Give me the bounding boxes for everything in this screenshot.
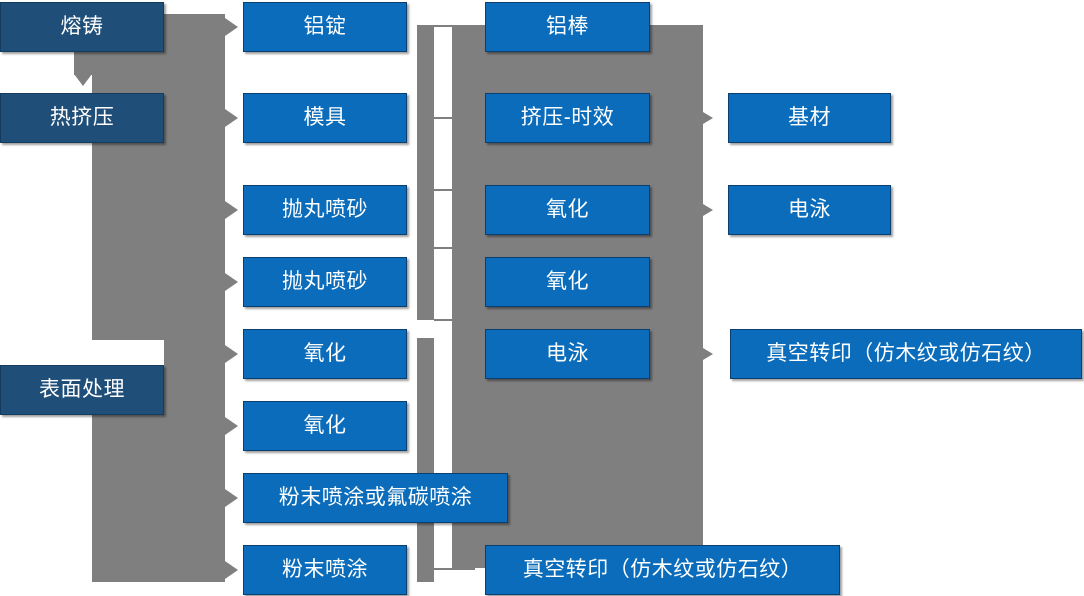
connector-tick-result-3: [694, 353, 706, 355]
process-box-oxidation-2[interactable]: 氧化: [243, 401, 407, 451]
stage-box-hot-extrusion-label: 热挤压: [49, 106, 115, 130]
connector-arrow-process-6-icon: [225, 417, 238, 435]
material-box-oxidation-1-label: 氧化: [546, 198, 589, 222]
process-box-powder-coating[interactable]: 粉末喷涂: [243, 545, 407, 595]
connector-arrow-result-2-icon: [703, 204, 713, 216]
process-box-shot-blasting-1-label: 抛丸喷砂: [282, 198, 368, 222]
material-box-oxidation-1[interactable]: 氧化: [485, 185, 650, 235]
connector-arrow-process-2-icon: [225, 109, 238, 127]
connector-stage1-arrow-icon: [74, 74, 92, 86]
material-box-extrusion-aging[interactable]: 挤压-时效: [485, 93, 650, 143]
process-box-shot-blasting-1[interactable]: 抛丸喷砂: [243, 185, 407, 235]
result-box-electrophoresis[interactable]: 电泳: [728, 185, 891, 235]
connector-arrow-result-3-icon: [703, 348, 713, 360]
connector-rail-left-middle: [417, 25, 434, 320]
process-box-oxidation-1-label: 氧化: [303, 342, 347, 366]
material-box-aluminum-bar-label: 铝棒: [546, 15, 589, 39]
connector-arrow-result-1-icon: [703, 112, 713, 124]
process-box-mold-label: 模具: [303, 106, 347, 130]
connector-rail-left-middle-lower: [417, 338, 434, 582]
material-box-extrusion-aging-label: 挤压-时效: [520, 106, 615, 130]
process-box-aluminum-ingot-label: 铝锭: [303, 15, 347, 39]
process-box-oxidation-1[interactable]: 氧化: [243, 329, 407, 379]
connector-arrow-process-7-icon: [225, 489, 238, 507]
process-box-powder-coating-label: 粉末喷涂: [282, 558, 368, 582]
stage-box-surface-treatment-label: 表面处理: [39, 378, 125, 402]
stage-box-hot-extrusion[interactable]: 热挤压: [0, 93, 164, 143]
process-box-shot-blasting-2[interactable]: 抛丸喷砂: [243, 257, 407, 307]
connector-arrow-process-8-icon: [225, 561, 238, 579]
connector-arrow-process-1-icon: [225, 18, 238, 36]
material-box-vacuum-transfer-printing[interactable]: 真空转印（仿木纹或仿石纹）: [485, 545, 840, 595]
material-box-oxidation-2-label: 氧化: [546, 270, 589, 294]
connector-arrow-process-5-icon: [225, 345, 238, 363]
stage-box-melting[interactable]: 熔铸: [0, 2, 164, 52]
result-box-base-material[interactable]: 基材: [728, 93, 891, 143]
process-box-aluminum-ingot[interactable]: 铝锭: [243, 2, 407, 52]
stage-box-surface-treatment[interactable]: 表面处理: [0, 365, 164, 415]
result-box-electrophoresis-label: 电泳: [788, 198, 831, 222]
stage-box-melting-label: 熔铸: [60, 15, 104, 39]
connector-tick-result-1: [694, 117, 706, 119]
connector-tick-material-6: [434, 568, 475, 570]
connector-arrow-process-4-icon: [225, 273, 238, 291]
process-box-powder-or-fluorocarbon-coating[interactable]: 粉末喷涂或氟碳喷涂: [243, 473, 508, 523]
connector-arrow-process-3-icon: [225, 201, 238, 219]
connector-tick-result-2: [694, 209, 706, 211]
process-box-oxidation-2-label: 氧化: [303, 414, 347, 438]
process-box-mold[interactable]: 模具: [243, 93, 407, 143]
result-box-vacuum-transfer-printing[interactable]: 真空转印（仿木纹或仿石纹）: [730, 329, 1082, 379]
process-box-powder-or-fluorocarbon-coating-label: 粉末喷涂或氟碳喷涂: [278, 486, 473, 510]
material-box-electrophoresis[interactable]: 电泳: [485, 329, 650, 379]
material-box-aluminum-bar[interactable]: 铝棒: [485, 2, 650, 52]
material-box-vacuum-transfer-printing-label: 真空转印（仿木纹或仿石纹）: [522, 558, 803, 582]
connector-stage3-stub: [162, 388, 188, 390]
result-box-base-material-label: 基材: [788, 106, 831, 130]
material-box-electrophoresis-label: 电泳: [546, 342, 589, 366]
process-box-shot-blasting-2-label: 抛丸喷砂: [282, 270, 368, 294]
material-box-oxidation-2[interactable]: 氧化: [485, 257, 650, 307]
result-box-vacuum-transfer-printing-label: 真空转印（仿木纹或仿石纹）: [766, 342, 1046, 366]
connector-stage1-to-stage2: [74, 50, 92, 75]
